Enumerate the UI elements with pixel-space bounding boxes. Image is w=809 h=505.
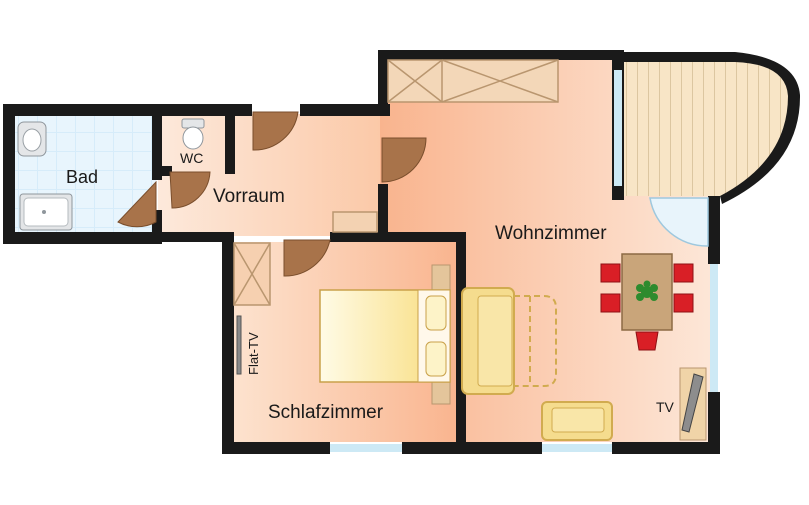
room-label-bad: Bad [66,167,98,187]
flat-tv-label: Flat-TV [246,332,261,375]
balcony-door-swing[interactable] [649,197,709,247]
door-vorraum-top[interactable] [252,111,299,151]
chair-icon [635,331,659,351]
wardrobe-wohnzimmer [387,59,559,103]
room-label-vorraum: Vorraum [213,186,285,207]
windows [330,70,718,452]
door-wc[interactable] [169,171,211,209]
tv-icon [681,373,704,433]
armchair [541,401,613,441]
room-label-schlafzimmer: Schlafzimmer [268,402,384,423]
balcony-floor [624,52,795,196]
shoe-cabinet [332,211,378,233]
door-wohnzimmer[interactable] [381,137,427,183]
window [614,70,622,186]
tv-unit [679,367,707,441]
window [330,444,402,452]
doors [117,111,427,277]
chair-icon [600,293,621,313]
toilet-icon [181,118,205,150]
chair-icon [673,293,694,313]
window [710,264,718,392]
plant-icon [636,280,658,301]
door-bad[interactable] [117,180,157,228]
sofa-bed [461,287,557,395]
door-schlafzimmer[interactable] [283,239,331,277]
room-label-wohnzimmer: Wohnzimmer [495,223,607,244]
dining-set [600,253,694,351]
wardrobe-schlafzimmer [233,242,271,306]
chair-icon [600,263,621,283]
bathroom-fixtures [17,121,73,231]
double-bed [319,264,451,405]
chair-icon [673,263,694,283]
flat-tv-icon [236,315,242,375]
room-label-wc: WC [180,150,203,166]
tv-label: TV [656,399,675,415]
window [542,444,612,452]
